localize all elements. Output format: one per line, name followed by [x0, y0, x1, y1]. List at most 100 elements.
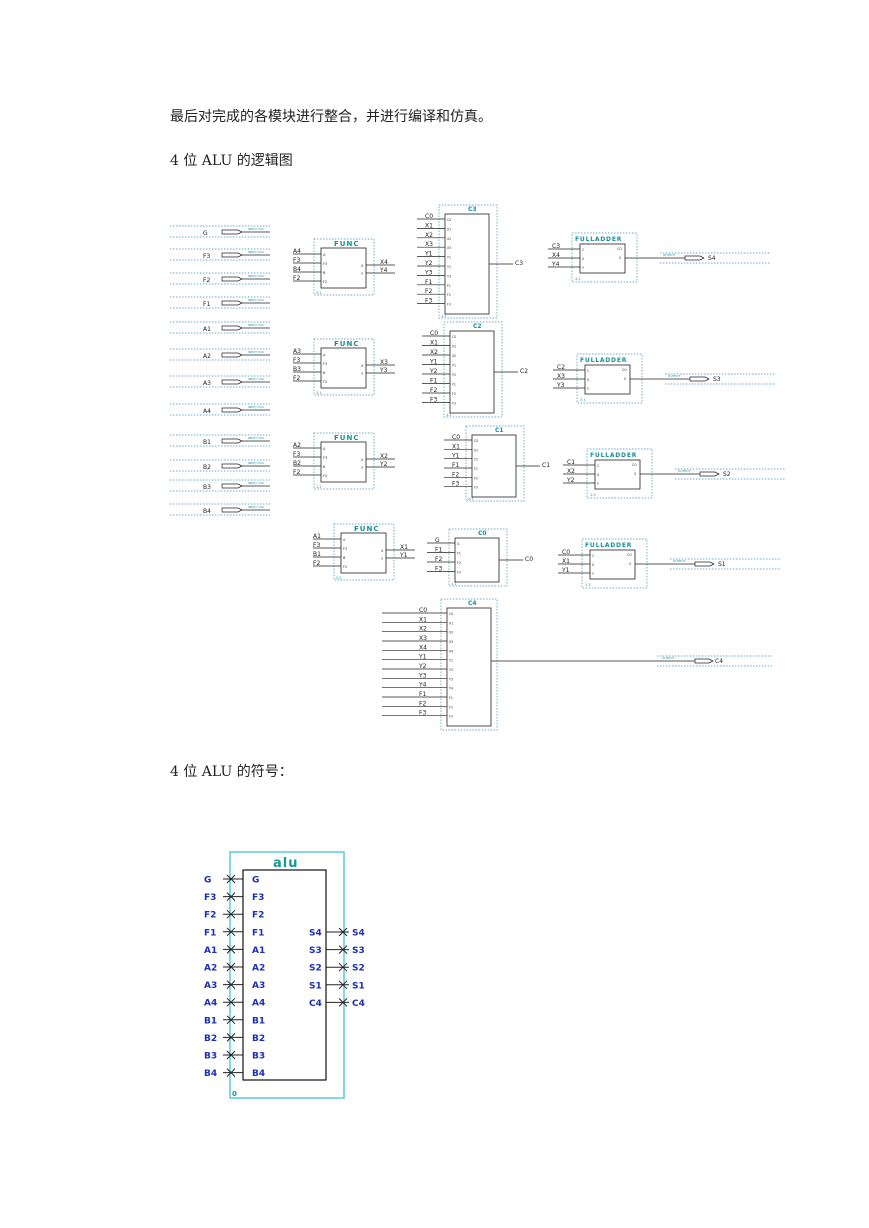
output-pin-shape	[699, 471, 720, 477]
func-output-label: Y1	[399, 552, 408, 559]
input-pin-shape	[221, 438, 243, 444]
func-input-label: A4	[293, 248, 301, 255]
symbol-input-outer-label: A1	[204, 946, 217, 956]
carry-instance: 2.5	[468, 497, 474, 501]
func-body	[320, 347, 367, 389]
fulladder-body	[579, 243, 626, 274]
symbol-output-inner-label: C4	[309, 999, 322, 1009]
carry-title: C4	[468, 600, 477, 607]
carry-dotted-frame	[443, 321, 503, 418]
carry-pin-name: Y1	[452, 364, 456, 368]
symbol-caption: 4 位 ALU 的符号：	[170, 764, 293, 780]
carry-output-label: C3	[515, 260, 523, 267]
output-tag: OUTPUT	[663, 253, 675, 257]
output-pin-label: S1	[718, 561, 726, 568]
func-pin-name: A	[323, 447, 326, 451]
input-pin-shape	[221, 229, 243, 235]
fulladder-title: FULLADDER	[575, 236, 622, 243]
func-output-label: X2	[380, 453, 388, 460]
func-instance: 1.2	[316, 485, 322, 489]
carry-input-label: Y4	[418, 682, 427, 689]
fulladder-pin-name: S	[619, 256, 621, 260]
carry-pin-name: C0	[449, 612, 453, 616]
input-pin-shape	[221, 463, 243, 469]
carry-input-label: F1	[430, 378, 437, 385]
input-tag: INPUT VCC	[248, 227, 264, 231]
func-pin-name: Y	[381, 557, 384, 561]
input-pin-label: A1	[203, 326, 211, 333]
symbol-input-inner-label: F2	[252, 911, 264, 921]
input-pin-label: B2	[203, 464, 211, 471]
carry-pin-name: X4	[449, 649, 453, 653]
logic-diagram-caption: 4 位 ALU 的逻辑图	[170, 153, 293, 169]
input-tag: INPUT VCC	[248, 405, 264, 409]
symbol-output-outer-label: S1	[352, 981, 365, 991]
input-tag: INPUT VCC	[248, 377, 264, 381]
carry-input-label: C0	[425, 213, 433, 220]
func-pin-name: A	[323, 353, 326, 357]
func-pin-name: F3	[323, 262, 327, 266]
func-output-label: Y3	[379, 367, 388, 374]
symbol-pin-marker	[226, 909, 236, 919]
func-input-label: F2	[293, 469, 300, 476]
carry-pin-name: X1	[447, 227, 451, 231]
symbol-input-inner-label: A1	[252, 946, 265, 956]
func-pin-name: F2	[323, 380, 327, 384]
carry-dotted-frame	[440, 598, 498, 731]
symbol-pin-marker	[226, 997, 236, 1007]
symbol-pin-marker	[226, 1033, 236, 1042]
symbol-input-inner-label: B4	[252, 1069, 265, 1079]
symbol-pin-marker	[226, 1015, 236, 1025]
carry-body	[449, 330, 495, 414]
fulladder-instance: 3.1	[580, 398, 586, 402]
func-pin-name: A	[323, 253, 326, 257]
fulladder-pin-name: CO	[627, 553, 632, 557]
input-tag: INPUT VCC	[248, 274, 264, 278]
fulladder-pin-name: Y	[592, 572, 594, 576]
carry-input-label: F3	[430, 397, 437, 404]
func-input-label: A1	[313, 533, 321, 540]
carry-pin-name: F2	[449, 705, 453, 709]
func-output-label: X1	[400, 544, 408, 551]
carry-input-label: F2	[419, 700, 426, 707]
carry-input-label: X1	[430, 340, 438, 347]
carry-pin-name: Y4	[449, 687, 453, 691]
input-tag: INPUT VCC	[248, 250, 264, 254]
func-input-label: F2	[293, 375, 300, 382]
fulladder-instance: 4.1	[575, 277, 581, 281]
fulladder-pin-name: S	[624, 377, 626, 381]
fulladder-pin-name: C	[582, 248, 585, 252]
carry-body	[444, 213, 490, 315]
carry-pin-name: F3	[457, 571, 461, 575]
carry-pin-name: X1	[452, 345, 456, 349]
carry-pin-name: F3	[449, 715, 453, 719]
input-tag: INPUT VCC	[248, 461, 264, 465]
output-pin-shape	[689, 376, 710, 382]
func-title: FUNC	[354, 525, 379, 533]
input-pin-label: B3	[203, 484, 211, 491]
input-tag: INPUT VCC	[248, 505, 264, 509]
input-pin-label: F1	[203, 301, 210, 308]
fulladder-instance: 1.0	[590, 493, 596, 497]
carry-pin-name: F2	[447, 293, 451, 297]
symbol-output-inner-label: S2	[309, 964, 322, 974]
symbol-input-inner-label: B1	[252, 1016, 265, 1026]
carry-dotted-frame	[438, 204, 498, 319]
carry-pin-name: Y3	[449, 677, 453, 681]
func-output-label: X4	[380, 259, 388, 266]
symbol-input-inner-label: F3	[252, 893, 264, 903]
carry-pin-name: F3	[447, 303, 451, 307]
carry-pin-name: Y2	[449, 668, 453, 672]
fulladder-pin-name: S	[634, 472, 636, 476]
fulladder-pin-name: X	[597, 473, 600, 477]
carry-input-label: F2	[452, 471, 459, 478]
func-input-label: B4	[293, 266, 301, 273]
fulladder-input-label: X1	[562, 558, 570, 565]
